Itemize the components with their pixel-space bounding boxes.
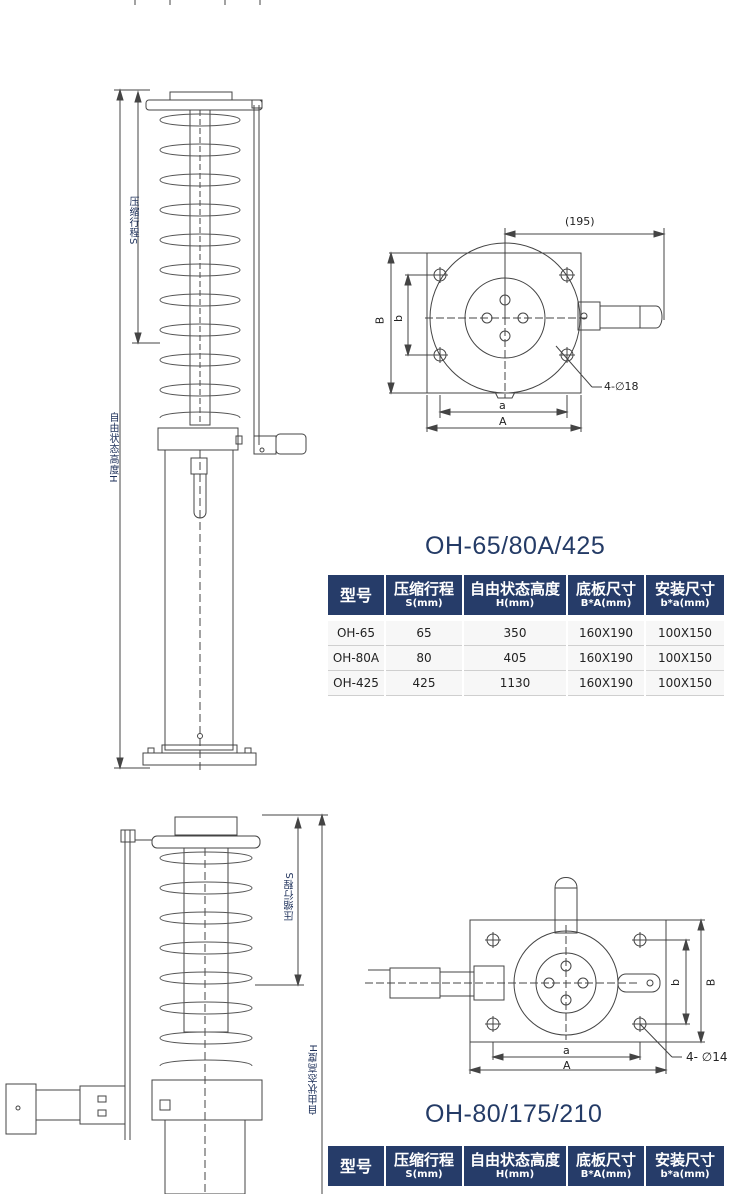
dim-A-label-2: A: [563, 1059, 571, 1072]
dim-B-label-2: B: [704, 978, 718, 987]
holes-label-2: 4- ∅14: [686, 1050, 728, 1064]
cell-stroke: 80: [386, 646, 462, 671]
cell-base: 160X190: [568, 621, 644, 646]
table-row: OH-80A 80 405 160X190 100X150: [328, 646, 724, 671]
dim-a-label-2: a: [563, 1044, 570, 1057]
cell-height: 350: [464, 621, 566, 646]
cell-install: 100X150: [646, 646, 724, 671]
table-row: OH-65 65 350 160X190 100X150: [328, 621, 724, 646]
dim-A-label: A: [499, 415, 507, 428]
cell-height: 1130: [464, 671, 566, 696]
cell-base: 160X190: [568, 671, 644, 696]
cell-stroke: 425: [386, 671, 462, 696]
stroke-label-1: 压缩行程S: [127, 196, 138, 245]
cell-model: OH-65: [328, 621, 384, 646]
cell-stroke: 65: [386, 621, 462, 646]
header-model: 型号: [328, 575, 384, 615]
model-title-1: OH-65/80A/425: [425, 532, 606, 560]
cell-base: 160X190: [568, 646, 644, 671]
cell-height: 405: [464, 646, 566, 671]
dim-b-label-2: b: [668, 979, 682, 986]
dim-a-label: a: [499, 399, 506, 412]
cell-install: 100X150: [646, 671, 724, 696]
height-label-1: 自由状态高度H: [107, 412, 118, 484]
dim-195: (195): [565, 215, 595, 228]
holes-label: 4-∅18: [604, 380, 639, 393]
cell-install: 100X150: [646, 621, 724, 646]
model-title-2: OH-80/175/210: [425, 1100, 603, 1128]
cell-model: OH-425: [328, 671, 384, 696]
cell-model: OH-80A: [328, 646, 384, 671]
header-model: 型号: [328, 1146, 384, 1186]
table-row: OH-425 425 1130 160X190 100X150: [328, 671, 724, 696]
